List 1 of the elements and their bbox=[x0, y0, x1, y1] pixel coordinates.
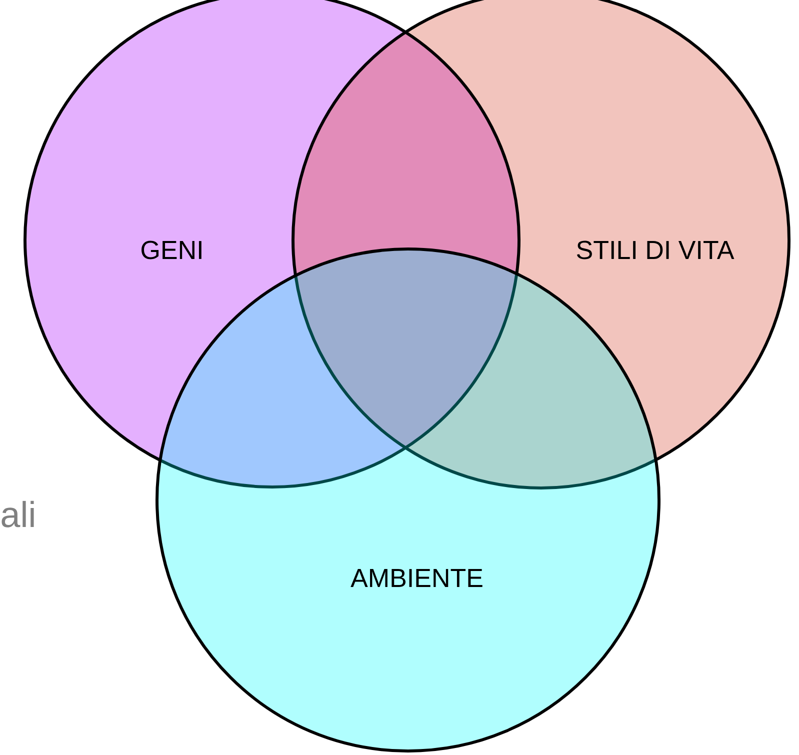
label: ali bbox=[2, 500, 34, 528]
